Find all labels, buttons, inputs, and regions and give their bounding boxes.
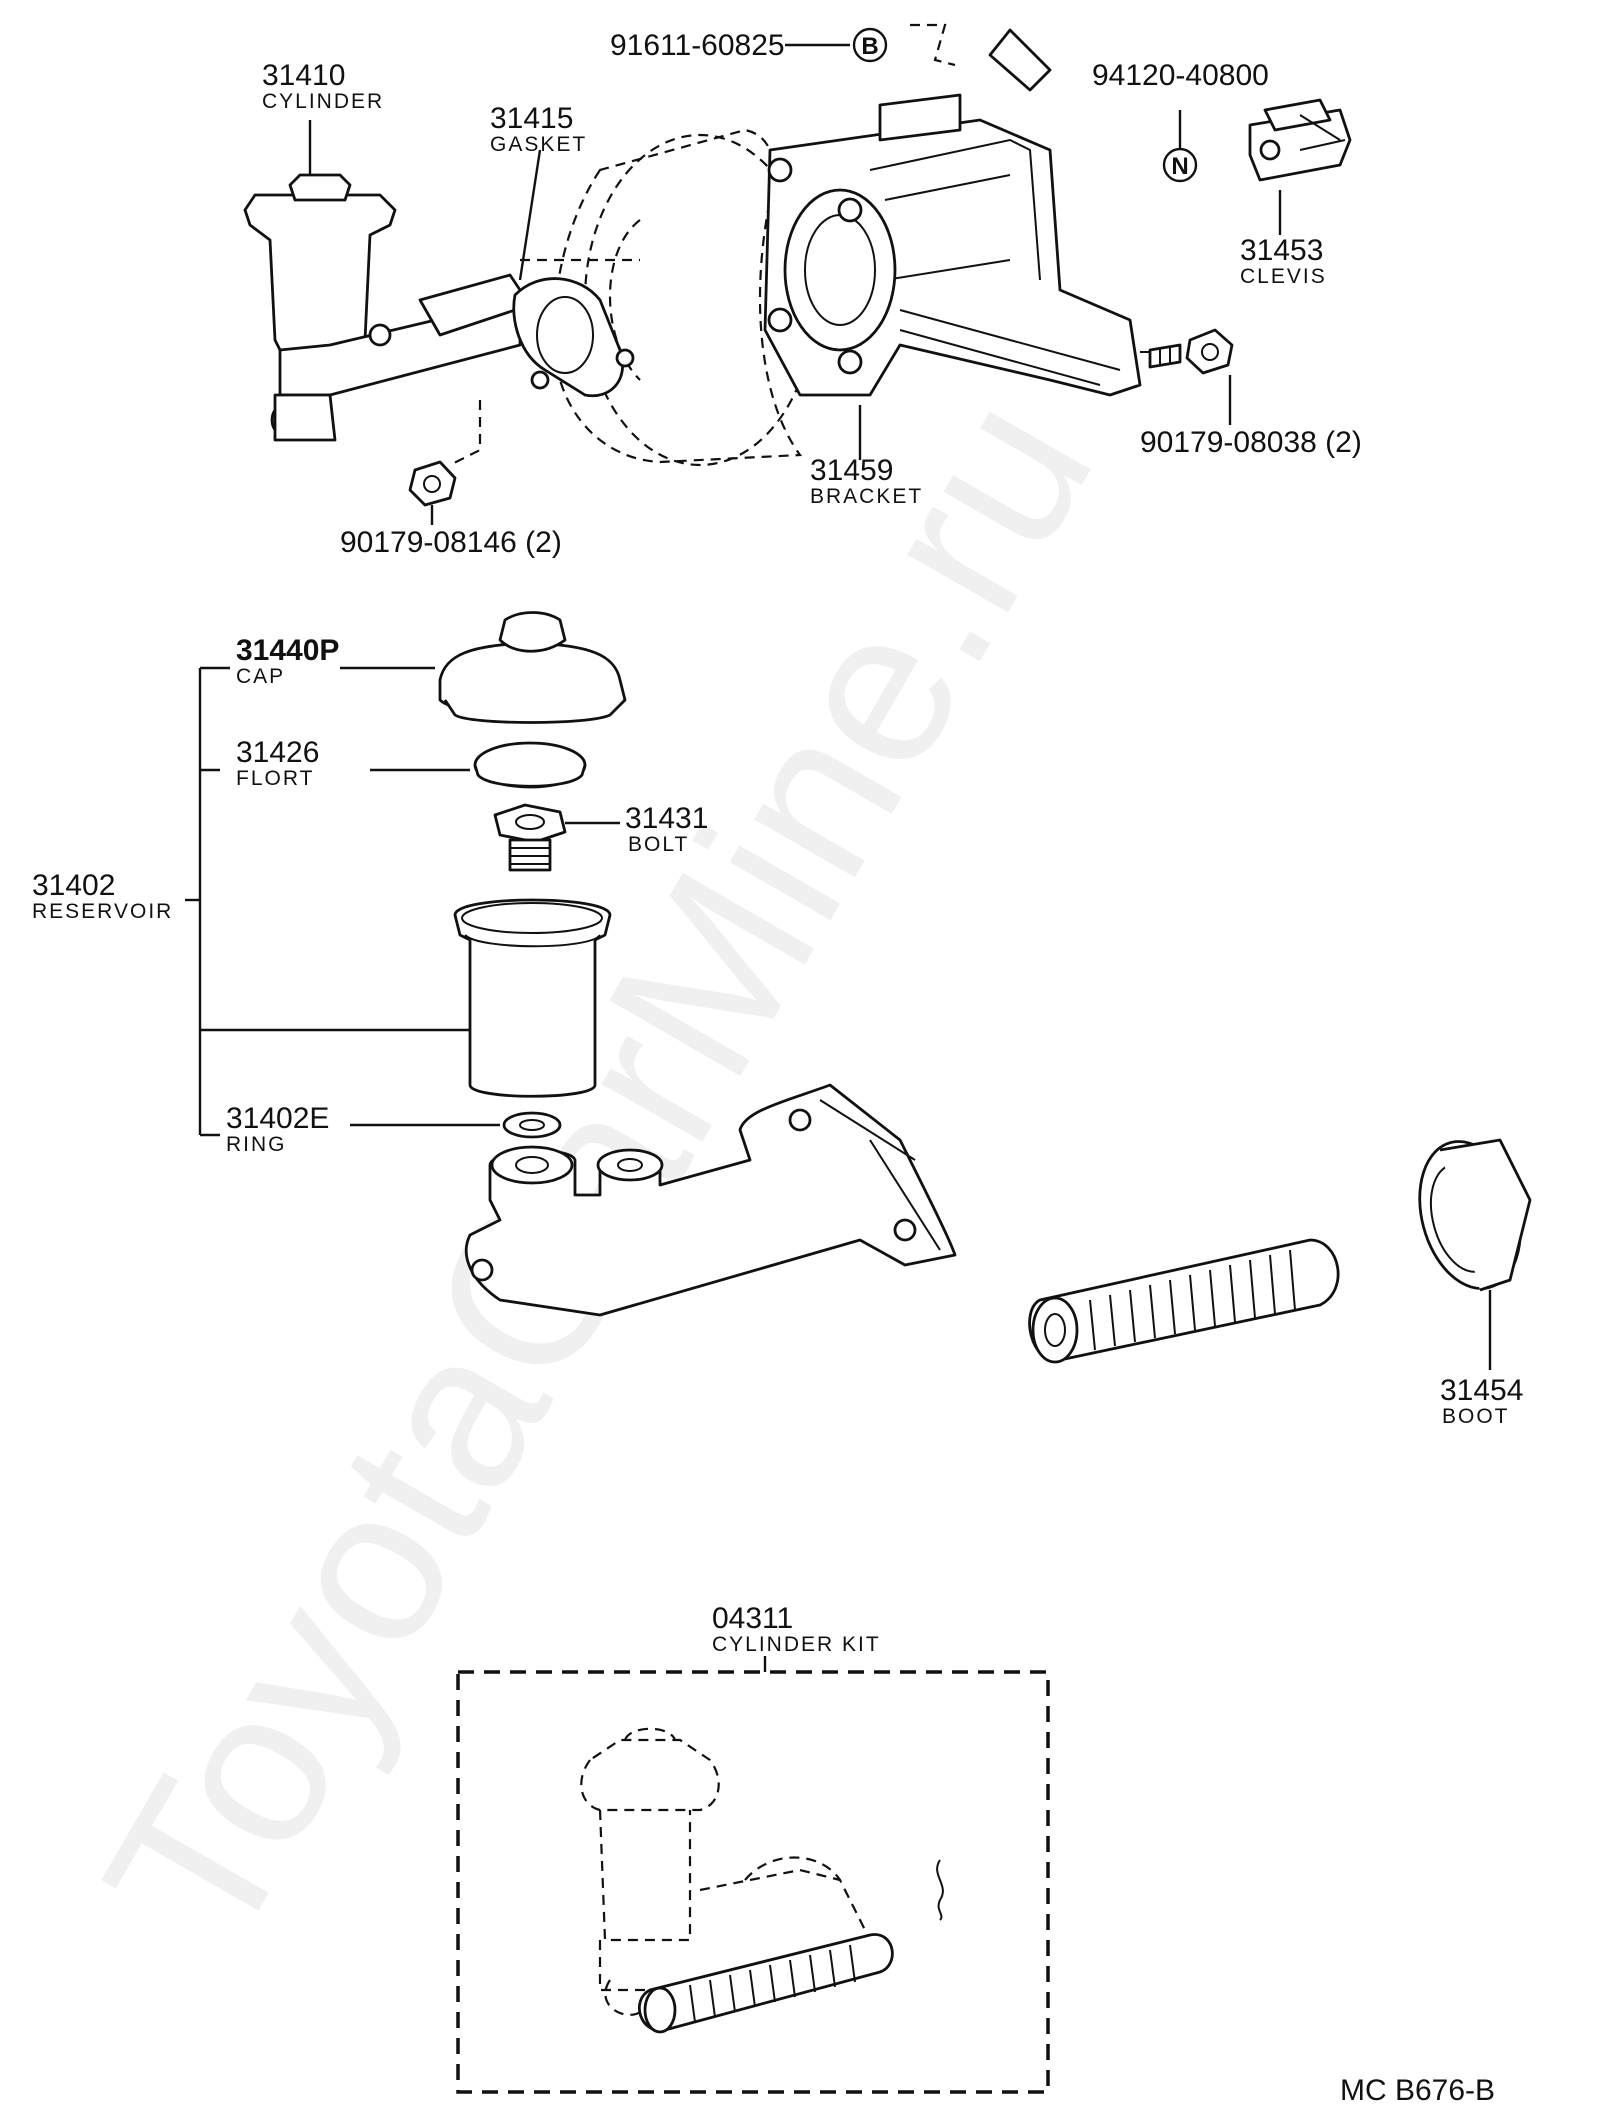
label-31402e-number: 31402E: [226, 1102, 329, 1135]
bracket-31459: [763, 28, 1182, 397]
stud-bolt-top: [449, 400, 482, 466]
label-31431-number: 31431: [625, 802, 708, 835]
diagram-code: MC B676-B: [1340, 2074, 1495, 2107]
svg-text:N: N: [1171, 153, 1188, 180]
master-cylinder-top: [243, 173, 532, 442]
label-91611-number: 91611-60825: [610, 29, 785, 62]
label-31454-number: 31454: [1440, 1374, 1523, 1407]
reservoir-31402: [453, 898, 612, 1098]
label-31426-name: FLORT: [236, 767, 314, 790]
label-31440p-name: CAP: [236, 665, 285, 688]
label-31415-name: GASKET: [490, 133, 587, 156]
piston-rod-spring: [1028, 1238, 1340, 1364]
label-31415-number: 31415: [490, 102, 573, 135]
master-cylinder-body: [465, 1083, 957, 1317]
nut-90179-08146: [408, 460, 457, 507]
cylinder-kit-contents: [580, 1727, 944, 2034]
cap-31440p: [438, 611, 627, 724]
label-31402-name: RESERVOIR: [32, 900, 173, 923]
bracket-symbol-b-icon: B: [852, 27, 888, 63]
label-90179-08038-number: 90179-08038 (2): [1140, 426, 1362, 459]
label-31440p-number: 31440P: [236, 634, 339, 667]
label-31459-name: BRACKET: [810, 485, 923, 508]
svg-text:B: B: [861, 33, 878, 60]
label-31402-number: 31402: [32, 869, 115, 902]
symbol-b-nut: [910, 23, 956, 67]
label-31431-name: BOLT: [628, 833, 689, 856]
nut-90179-08038: [1185, 328, 1234, 375]
label-04311-name: CYLINDER KIT: [712, 1633, 881, 1656]
label-31410-number: 31410: [262, 59, 345, 92]
label-90179-08146-number: 90179-08146 (2): [340, 526, 562, 559]
ring-31402e: [502, 1111, 562, 1139]
label-31453-name: CLEVIS: [1240, 265, 1327, 288]
label-04311-number: 04311: [712, 1602, 793, 1635]
gasket-31415: [512, 277, 635, 398]
clevis-31453: [1248, 98, 1352, 182]
label-31453-number: 31453: [1240, 234, 1323, 267]
bracket-line-reservoir: [185, 666, 470, 1137]
label-31426-number: 31426: [236, 736, 319, 769]
label-31454-name: BOOT: [1442, 1405, 1510, 1428]
label-31459-number: 31459: [810, 454, 893, 487]
label-31402e-name: RING: [226, 1133, 287, 1156]
label-94120-number: 94120-40800: [1092, 59, 1269, 92]
nut-symbol-n-icon: N: [1162, 147, 1198, 183]
cylinder-kit-box: [456, 1670, 1050, 2094]
boot-31454: [1418, 1138, 1532, 1292]
bolt-31431: [493, 803, 567, 872]
label-31410-name: CYLINDER: [262, 90, 384, 113]
flort-31426: [473, 741, 587, 789]
